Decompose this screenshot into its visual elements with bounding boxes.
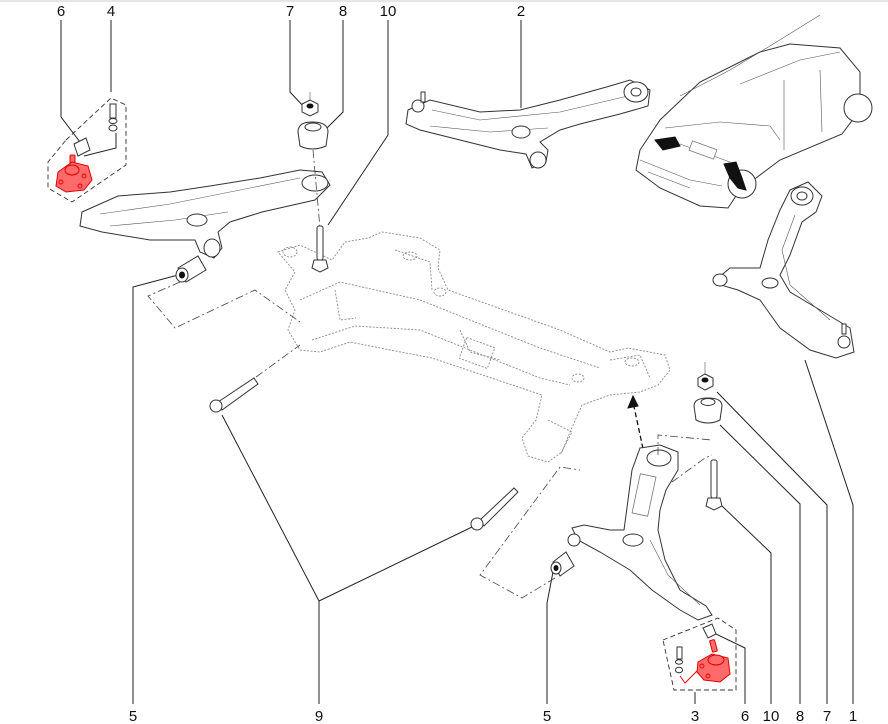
- right-lower-control-arm-exploded[interactable]: [567, 434, 713, 621]
- callout-bot-8: 8: [796, 708, 804, 724]
- callout-bot-5a: 5: [129, 708, 137, 724]
- right-rear-bushing-8[interactable]: [693, 397, 723, 424]
- right-lower-control-arm-1[interactable]: [712, 181, 855, 359]
- top-border: [0, 0, 888, 2]
- callout-bot-6: 6: [741, 708, 749, 724]
- locator-arm-right-icon: [723, 161, 747, 191]
- right-ball-joint-nut: [702, 623, 717, 639]
- right-horizontal-bolt-9[interactable]: [470, 487, 519, 531]
- leader-bot-7: [716, 391, 828, 704]
- callout-top-7: 7: [286, 3, 294, 20]
- callout-labels-bottom: 5 9 5 3 6 10 8 7 1: [129, 708, 857, 724]
- ball-joint-nut: [73, 137, 91, 157]
- right-vertical-bolt-10[interactable]: [705, 459, 723, 511]
- front-subframe[interactable]: [277, 231, 671, 473]
- left-rear-bushing-8[interactable]: [297, 121, 329, 150]
- left-rear-axis-line: [312, 149, 321, 229]
- left-ball-joint-highlight[interactable]: [55, 154, 93, 193]
- leader-lines: [60, 20, 854, 704]
- vehicle-locator-view: [635, 14, 873, 209]
- left-nut-7[interactable]: [301, 92, 319, 117]
- callout-labels-top: 6 4 7 8 10 2: [57, 3, 525, 20]
- leader-bot-9: [221, 414, 320, 704]
- callout-bot-1: 1: [849, 708, 857, 724]
- callout-bot-3: 3: [691, 708, 699, 724]
- callout-bot-9: 9: [315, 708, 323, 724]
- left-ball-joint-kit[interactable]: [47, 97, 127, 203]
- leader-bot-5a: [132, 274, 179, 704]
- left-lower-control-arm-exploded[interactable]: [79, 169, 331, 259]
- right-ball-joint-highlight[interactable]: [696, 639, 731, 683]
- leader-bot-10: [721, 505, 772, 704]
- lower-control-arm-2[interactable]: [405, 79, 651, 169]
- right-nut-7[interactable]: [697, 362, 714, 391]
- locator-arm-left-icon: [654, 136, 681, 151]
- leader-bot-5b: [546, 571, 554, 704]
- leader-bot-1: [804, 359, 854, 704]
- leader-top-6: [60, 20, 81, 143]
- left-vertical-bolt-10[interactable]: [311, 225, 329, 273]
- nut-small: [108, 124, 118, 132]
- callout-bot-7: 7: [823, 708, 831, 724]
- callout-top-8: 8: [339, 3, 347, 20]
- left-front-bushing[interactable]: [175, 255, 207, 283]
- leader-bot-8: [719, 424, 801, 704]
- leader-bot-6: [715, 633, 746, 704]
- callout-top-4: 4: [107, 3, 115, 20]
- leader-top-10: [327, 20, 389, 226]
- ball-joint-bolt: [109, 103, 117, 119]
- left-bushing-chain-line: [147, 281, 301, 329]
- mounting-arrow-head-icon: [627, 394, 639, 409]
- right-front-bushing[interactable]: [550, 551, 575, 577]
- callout-top-6: 6: [57, 3, 65, 20]
- callout-top-2: 2: [517, 3, 525, 20]
- leader-top-7: [289, 20, 306, 109]
- right-ball-joint-kit[interactable]: [662, 617, 737, 691]
- leader-bot-9b: [318, 526, 473, 602]
- leader-top-8: [324, 20, 344, 131]
- callout-bot-10: 10: [763, 708, 780, 724]
- washer: [108, 118, 118, 124]
- left-horizontal-bolt-9[interactable]: [209, 344, 301, 413]
- right-bushing-chain-line: [479, 466, 581, 599]
- callout-top-10: 10: [380, 3, 397, 20]
- callout-bot-5b: 5: [543, 708, 551, 724]
